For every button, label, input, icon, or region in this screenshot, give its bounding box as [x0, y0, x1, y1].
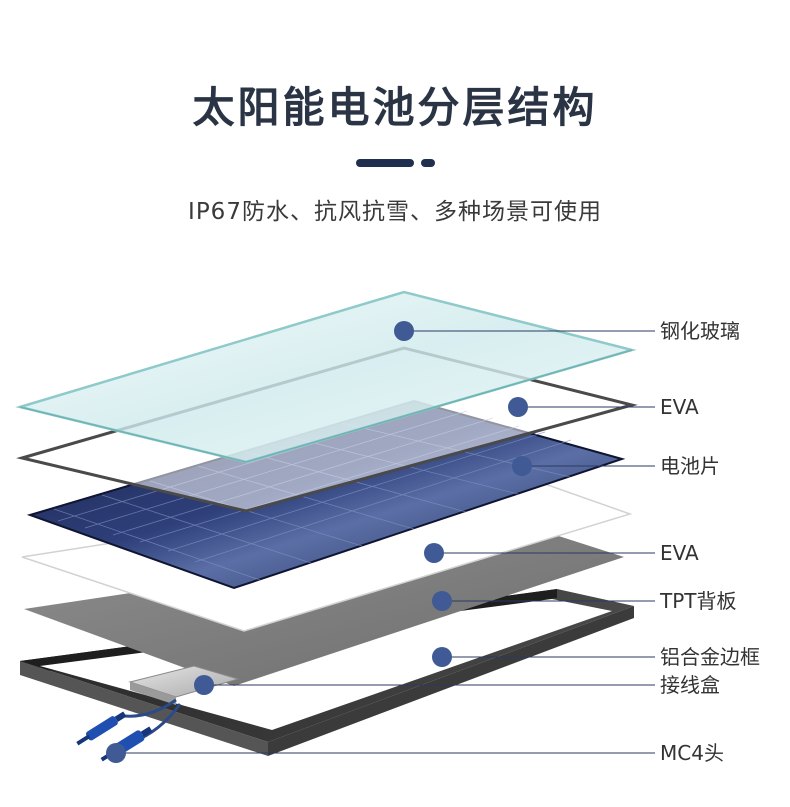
title-underline-dot — [421, 159, 435, 167]
label-tpt-backsheet: TPT背板 — [660, 589, 737, 613]
junction-box-shape — [128, 665, 240, 705]
marker-eva-bottom — [424, 543, 444, 563]
label-eva-bottom: EVA — [660, 541, 699, 565]
marker-eva-top — [508, 397, 528, 417]
label-eva-top: EVA — [660, 395, 699, 419]
layer-markers — [106, 321, 532, 763]
label-solar-cells: 电池片 — [660, 454, 720, 478]
label-tempered-glass: 钢化玻璃 — [660, 319, 740, 343]
title-underline-long — [356, 159, 414, 167]
marker-glass — [394, 321, 414, 341]
marker-cells — [512, 456, 532, 476]
leader-lines — [116, 330, 655, 754]
tempered-glass-layer — [15, 290, 637, 464]
label-junction-box: 接线盒 — [660, 673, 720, 697]
page-subtitle: IP67防水、抗风抗雪、多种场景可使用 — [188, 199, 602, 225]
page-title: 太阳能电池分层结构 — [192, 83, 598, 132]
label-mc4-connector: MC4头 — [660, 741, 724, 765]
label-aluminum-frame: 铝合金边框 — [660, 645, 760, 669]
marker-backsheet — [432, 591, 452, 611]
tpt-backsheet-layer — [24, 531, 624, 686]
marker-junction-box — [194, 675, 214, 695]
marker-frame — [432, 647, 452, 667]
marker-mc4 — [106, 743, 126, 763]
